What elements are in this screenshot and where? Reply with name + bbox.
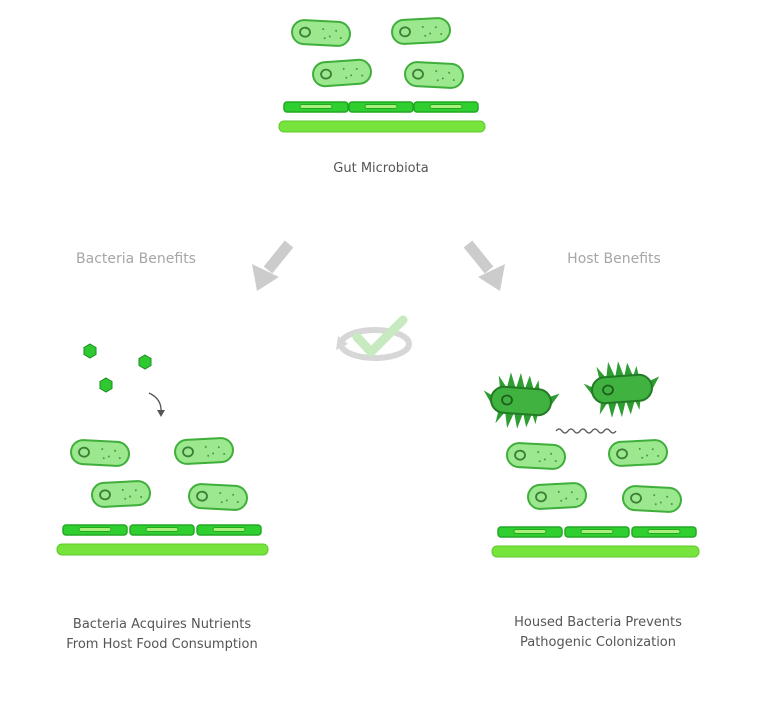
bacterium (187, 482, 249, 512)
gut-lining (491, 545, 700, 558)
bacterium (621, 484, 683, 514)
bacterium (390, 16, 452, 46)
hexagon-icon (138, 354, 152, 370)
top-label: Gut Microbiota (333, 161, 429, 176)
epithelial-cell (413, 101, 479, 113)
bacterium (69, 438, 131, 468)
top-microbiota-illustration (278, 16, 486, 133)
epithelial-cell (348, 101, 414, 113)
bacterium (505, 441, 567, 471)
barrier-wave (555, 428, 617, 434)
epithelial-cell (196, 524, 262, 536)
left-caption-line2: From Host Food Consumption (66, 637, 258, 652)
epithelial-cell (497, 526, 563, 538)
right-branch-label: Host Benefits (567, 251, 661, 267)
nutrient-flow-arrow (148, 392, 162, 413)
bacterium (607, 438, 669, 468)
bacterium (526, 481, 588, 511)
spiky-bacteria-icon (480, 369, 562, 433)
left-branch-arrow (252, 240, 294, 291)
hexagon-icon (99, 377, 113, 393)
hexagon-icon (83, 343, 97, 359)
bacterium (290, 18, 352, 48)
left-nutrients-illustration (56, 343, 269, 556)
epithelial-cell (631, 526, 697, 538)
bacterium (403, 60, 465, 90)
gut-lining (278, 120, 486, 133)
right-caption-line2: Pathogenic Colonization (519, 635, 677, 650)
bacterium (311, 58, 373, 88)
right-caption-line1: Housed Bacteria Prevents (514, 615, 682, 630)
right-pathogen-illustration (480, 357, 700, 558)
checkmark-refresh-icon (336, 315, 412, 361)
bacterium (173, 436, 235, 466)
spiky-bacteria-icon (581, 357, 663, 421)
left-branch-label: Bacteria Benefits (76, 251, 196, 267)
epithelial-cell (283, 101, 349, 113)
bacterium (90, 479, 152, 509)
gut-lining (56, 543, 269, 556)
right-branch-arrow (463, 240, 505, 291)
epithelial-cell (564, 526, 630, 538)
epithelial-cell (62, 524, 128, 536)
left-caption-line1: Bacteria Acquires Nutrients (72, 617, 252, 632)
epithelial-cell (129, 524, 195, 536)
